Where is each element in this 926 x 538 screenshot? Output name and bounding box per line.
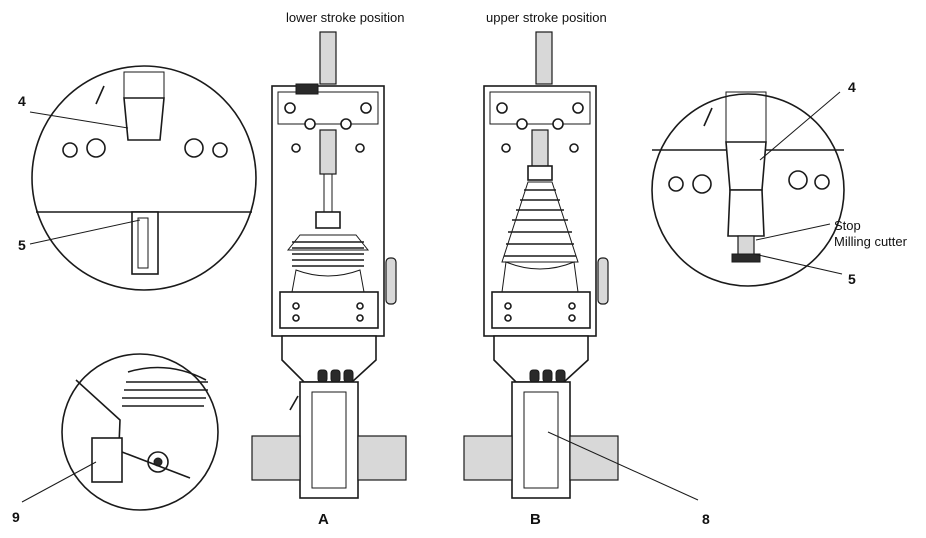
detail-circle-bottom-left [61, 353, 219, 511]
leader-5-right [753, 253, 843, 275]
flange-right-b [569, 435, 619, 481]
leader-4-left [29, 111, 129, 129]
leader-9 [21, 461, 97, 503]
yoke-plate-a [279, 291, 379, 329]
callout-5-left: 5 [18, 237, 26, 253]
caption-lower-stroke: lower stroke position [286, 10, 405, 25]
flange-right-a [357, 435, 407, 481]
yoke-plate-b [491, 291, 591, 329]
flange-left-b [463, 435, 513, 481]
leader-4-right [759, 91, 841, 161]
note-stop: Stop [834, 218, 861, 233]
valve-body-a [299, 381, 359, 499]
detail-circle-top-left [31, 65, 257, 291]
callout-9: 9 [12, 509, 20, 525]
note-milling-cutter: Milling cutter [834, 234, 908, 249]
leader-8 [547, 431, 699, 501]
flange-left-a [251, 435, 301, 481]
callout-4-right: 4 [848, 79, 856, 95]
leader-stop [755, 223, 831, 241]
valve-body-b [511, 381, 571, 499]
actuator-view-a [251, 31, 407, 499]
actuator-view-b [463, 31, 619, 499]
leader-5-left [29, 219, 141, 245]
spindle-rod-a [319, 31, 337, 85]
callout-5-right: 5 [848, 271, 856, 287]
callout-8: 8 [702, 511, 710, 527]
view-label-a: A [318, 511, 329, 528]
view-label-b: B [530, 511, 541, 528]
caption-upper-stroke: upper stroke position [486, 10, 607, 25]
callout-4-left: 4 [18, 93, 26, 109]
spindle-rod-b [535, 31, 553, 85]
detail-circle-right [651, 91, 845, 287]
